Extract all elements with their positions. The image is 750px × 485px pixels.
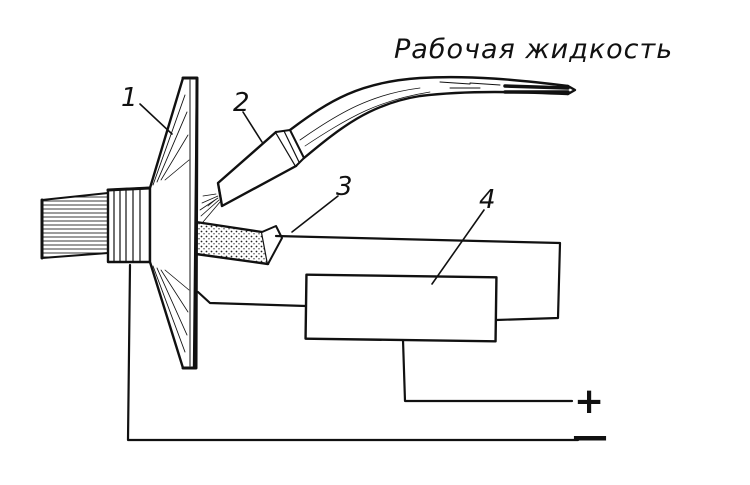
minus-terminal: — (572, 416, 608, 457)
spindle-collar (106, 186, 152, 264)
nozzle (216, 129, 305, 208)
grinding-wheel (148, 76, 199, 370)
label-4-power-source: 4 (479, 185, 496, 215)
label-2-nozzle: 2 (233, 88, 250, 118)
power-source (304, 273, 498, 343)
circuit-wires (126, 234, 580, 442)
label-1-wheel: 1 (121, 83, 138, 113)
working-fluid-caption: Рабочая жидкость (394, 34, 673, 65)
fluid-hose (288, 75, 577, 160)
coolant-spray (199, 193, 221, 223)
workpiece (194, 220, 283, 266)
label-3-workpiece: 3 (336, 172, 353, 202)
spindle-shaft (40, 192, 109, 260)
label-leaders (139, 103, 485, 285)
plus-terminal: + (574, 381, 604, 422)
